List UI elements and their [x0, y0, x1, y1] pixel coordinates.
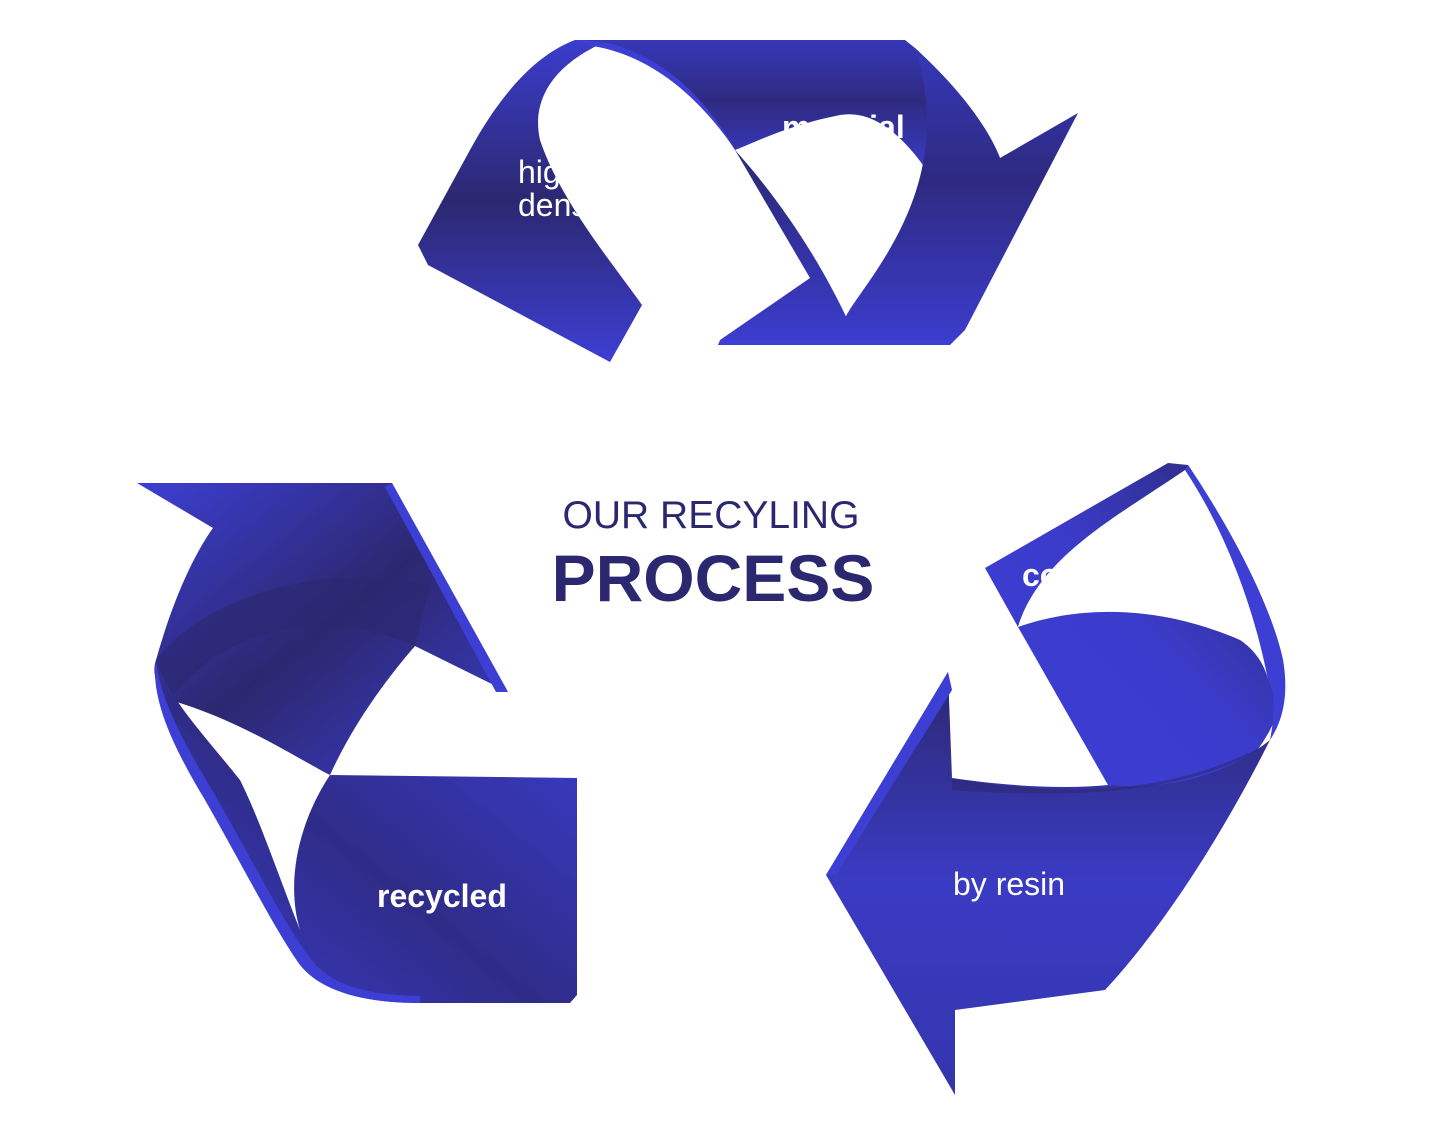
left-arrow-fold-top — [156, 577, 430, 700]
right-arrow: compound by resin — [826, 463, 1286, 1095]
title-line-2: PROCESS — [552, 541, 875, 615]
right-arrow-upper-band — [985, 463, 1285, 788]
center-title: OUR RECYLING PROCESS — [552, 494, 875, 615]
left-arrow-label-primary: recycled — [377, 878, 507, 914]
top-arrow: material high density — [418, 40, 1078, 362]
title-line-1: OUR RECYLING — [563, 494, 860, 537]
left-arrow-outer-edge — [155, 660, 420, 1003]
top-arrow-left-band — [418, 40, 642, 362]
left-arrow-lower-band — [154, 660, 577, 1003]
top-arrow-label-secondary-1: high — [518, 154, 579, 190]
top-arrow-right-band — [720, 48, 1078, 340]
top-arrow-label-secondary-2: density — [518, 187, 619, 223]
right-arrow-lower-band — [826, 672, 1270, 1095]
right-arrow-outer-edge — [1185, 465, 1286, 740]
right-arrow-label-primary: compound — [1022, 557, 1186, 593]
right-arrow-inner-edge — [826, 672, 952, 875]
top-arrow-label-primary: material — [782, 109, 905, 145]
right-arrow-label-secondary: by resin — [953, 866, 1065, 902]
left-arrow: recycled — [137, 483, 577, 1003]
top-arrow-upper-band — [575, 40, 1000, 175]
right-arrow-fold — [952, 745, 1265, 794]
top-arrow-bottom-edge — [718, 340, 955, 345]
left-arrow-head-edge — [385, 483, 508, 692]
left-arrow-upper-band — [137, 483, 508, 775]
